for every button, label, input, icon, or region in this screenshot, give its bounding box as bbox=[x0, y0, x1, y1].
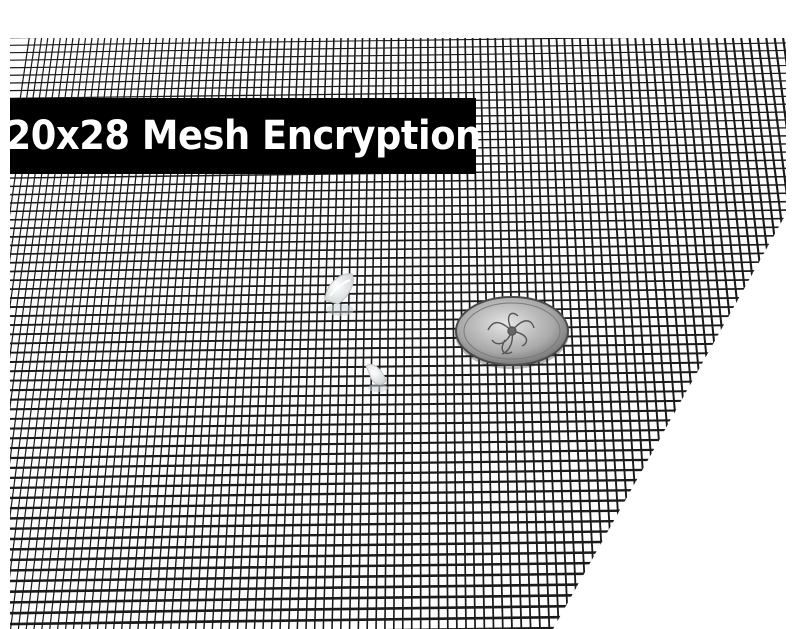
coin bbox=[455, 296, 569, 369]
title-text: 20x28 Mesh Encryption bbox=[5, 113, 481, 159]
chrysanthemum-emblem bbox=[487, 312, 535, 355]
insect-small bbox=[365, 364, 388, 392]
title-banner: 20x28 Mesh Encryption bbox=[5, 98, 481, 174]
insect-large bbox=[324, 273, 354, 316]
